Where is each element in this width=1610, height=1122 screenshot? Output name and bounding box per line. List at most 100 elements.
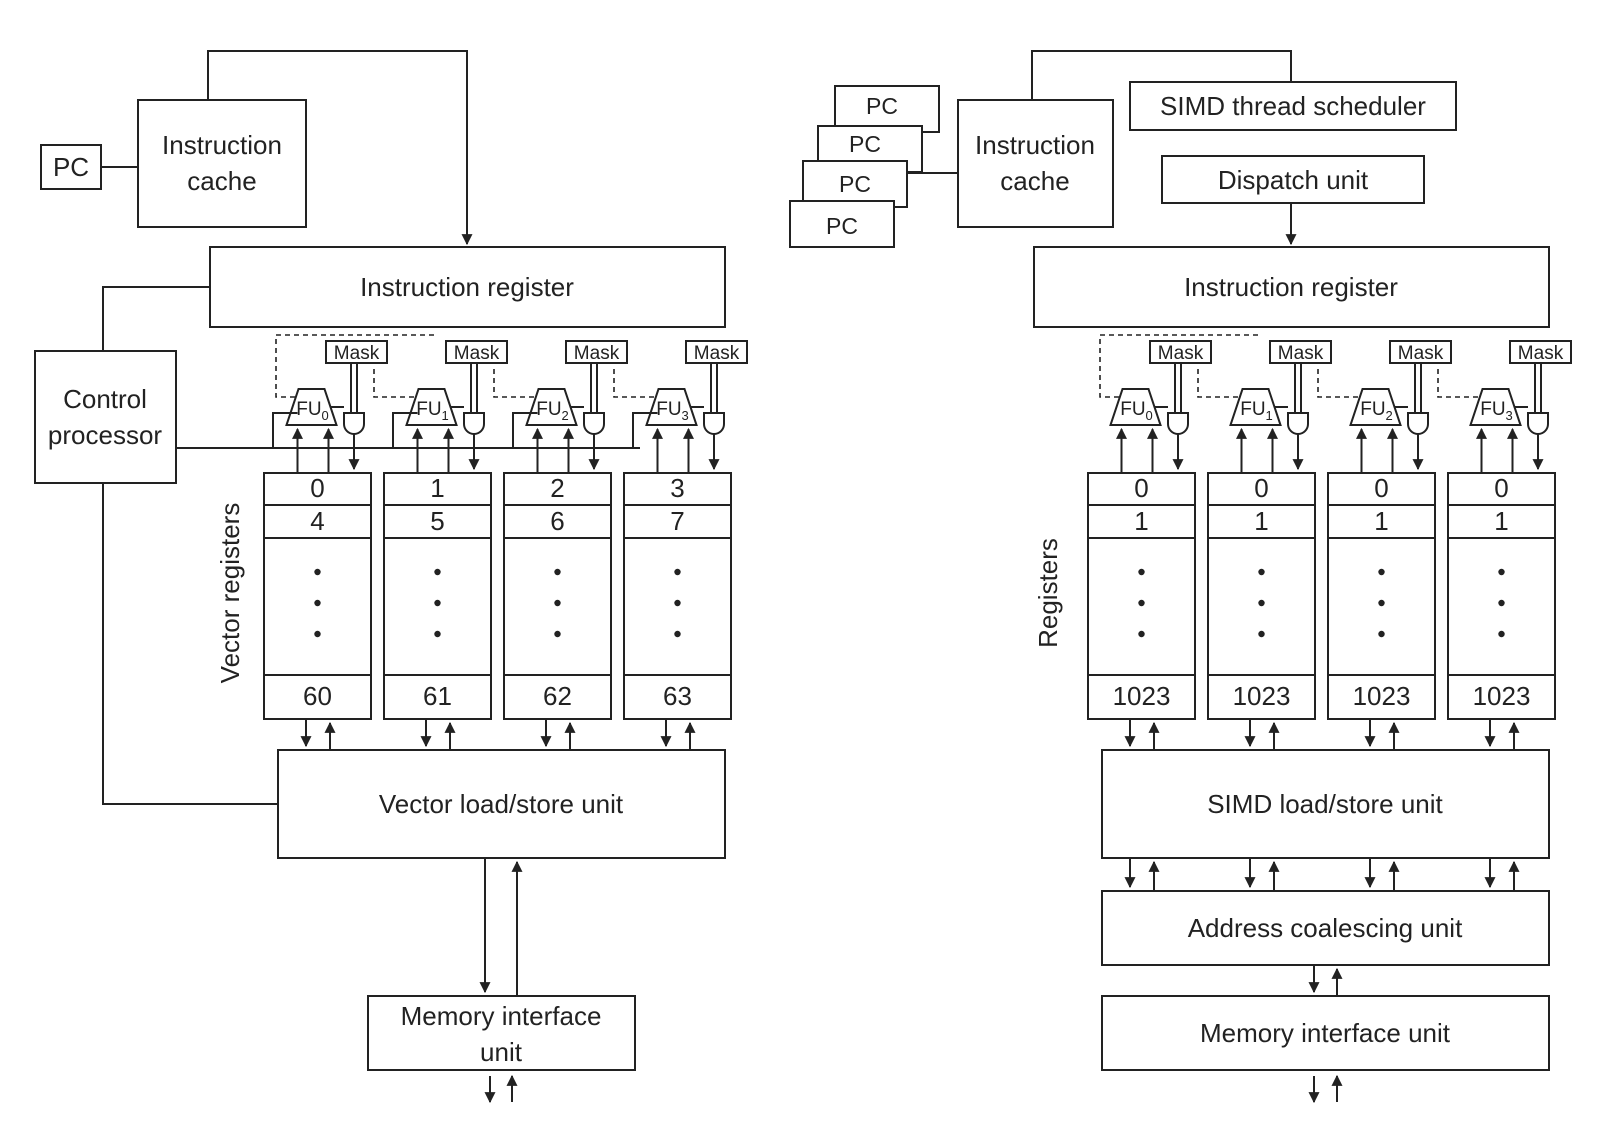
instruction-cache-label-line1: Instruction (162, 130, 282, 160)
dashed-control-line (373, 369, 416, 398)
vector-registers-label: Vector registers (215, 503, 245, 684)
register-second: 1 (1134, 506, 1148, 536)
ellipsis-dot (1378, 630, 1385, 638)
register-first: 0 (1254, 473, 1268, 503)
fu-subscript: 0 (1146, 408, 1153, 423)
pc-label-front: PC (826, 213, 858, 239)
memory-interface-unit-label-simd: Memory interface unit (1200, 1018, 1451, 1048)
fu-name: FU (656, 399, 681, 420)
ellipsis-dot (1498, 568, 1505, 576)
ellipsis-dot (554, 630, 561, 638)
ir-to-control-line (102, 286, 210, 351)
registers-label: Registers (1033, 538, 1063, 648)
pc-box-front (789, 200, 895, 248)
functional-unit-2 (1349, 388, 1402, 426)
ellipsis-dot (1498, 599, 1505, 607)
register-first: 1 (430, 473, 444, 503)
ellipsis-dot (674, 568, 681, 576)
simd-load-store-unit-box (1101, 749, 1550, 859)
functional-unit-0 (1109, 388, 1162, 426)
control-connection (632, 412, 658, 448)
simd-lanes: 011023FU0Mask011023FU1Mask011023FU2Mask0… (1087, 334, 1572, 891)
instruction-register-label-simd: Instruction register (1184, 272, 1398, 302)
functional-unit-label-1: FU1 (1240, 399, 1273, 423)
register-second: 1 (1374, 506, 1388, 536)
instruction-cache-label-line2-simd: cache (1000, 166, 1069, 196)
ellipsis-dot (1138, 568, 1145, 576)
instruction-cache-label-line1-simd: Instruction (975, 130, 1095, 160)
fu-subscript: 3 (1506, 408, 1513, 423)
memory-interface-unit-box (367, 995, 636, 1071)
register-last: 63 (663, 681, 692, 711)
ellipsis-dot (674, 599, 681, 607)
dashed-control-line (1317, 369, 1360, 398)
register-second: 5 (430, 506, 444, 536)
functional-unit-3 (645, 388, 698, 426)
memory-interface-unit-label-line1: Memory interface (401, 1001, 602, 1031)
dispatch-unit-label: Dispatch unit (1218, 165, 1369, 195)
functional-unit-label-1: FU1 (416, 399, 449, 423)
register-last: 60 (303, 681, 332, 711)
ellipsis-dot (434, 568, 441, 576)
register-file-0 (263, 472, 372, 720)
fu-name: FU (536, 399, 561, 420)
ellipsis-dot (554, 599, 561, 607)
cache-to-ir-arrow (207, 50, 473, 246)
register-last: 1023 (1113, 681, 1171, 711)
mask-gate-0 (1167, 412, 1189, 435)
mask-label-1: Mask (1278, 343, 1324, 364)
functional-unit-0 (285, 388, 338, 426)
register-first: 0 (310, 473, 324, 503)
pc-box (40, 144, 102, 190)
control-processor-label-line1: Control (63, 384, 147, 414)
register-file-2 (503, 472, 612, 720)
simd-processor-panel: PC PC PC PC Instruction cache SIMD threa… (789, 50, 1572, 1104)
ellipsis-dot (1138, 630, 1145, 638)
vector-lanes: 0460FU0Mask1561FU1Mask2662FU2Mask3763FU3… (263, 334, 748, 750)
register-first: 0 (1374, 473, 1388, 503)
ellipsis-dot (434, 630, 441, 638)
fu-name: FU (1240, 399, 1265, 420)
control-processor-box (34, 350, 177, 484)
functional-unit-label-3: FU3 (1480, 399, 1513, 423)
simd-load-store-unit-label: SIMD load/store unit (1207, 789, 1443, 819)
ellipsis-dot (314, 630, 321, 638)
dashed-control-line (1437, 369, 1480, 398)
cache-to-scheduler-line (1031, 50, 1292, 100)
register-last: 1023 (1233, 681, 1291, 711)
instruction-register-box-simd (1033, 246, 1550, 328)
functional-unit-label-3: FU3 (656, 399, 689, 423)
instruction-cache-box-simd (957, 99, 1114, 228)
register-second: 7 (670, 506, 684, 536)
instruction-cache-box (137, 99, 307, 228)
mask-label-2: Mask (574, 343, 620, 364)
ellipsis-dot (1258, 630, 1265, 638)
mask-label-0: Mask (334, 343, 380, 364)
register-first: 3 (670, 473, 684, 503)
memory-interface-unit-box-simd (1101, 995, 1550, 1071)
simd-thread-scheduler-label: SIMD thread scheduler (1160, 91, 1426, 121)
pc-label-back: PC (866, 93, 898, 119)
register-file-3 (1447, 472, 1556, 720)
register-first: 0 (1134, 473, 1148, 503)
ellipsis-dot (1498, 630, 1505, 638)
ellipsis-dot (314, 599, 321, 607)
fu-name: FU (1360, 399, 1385, 420)
mask-label-1: Mask (454, 343, 500, 364)
register-file-3 (623, 472, 732, 720)
register-file-2 (1327, 472, 1436, 720)
fu-subscript: 2 (1386, 408, 1393, 423)
dashed-control-line (613, 369, 656, 398)
functional-unit-3 (1469, 388, 1522, 426)
functional-unit-1 (405, 388, 458, 426)
functional-unit-2 (525, 388, 578, 426)
functional-unit-label-2: FU2 (536, 399, 569, 423)
fu-subscript: 0 (322, 408, 329, 423)
ellipsis-dot (1258, 599, 1265, 607)
control-connection (512, 412, 538, 448)
